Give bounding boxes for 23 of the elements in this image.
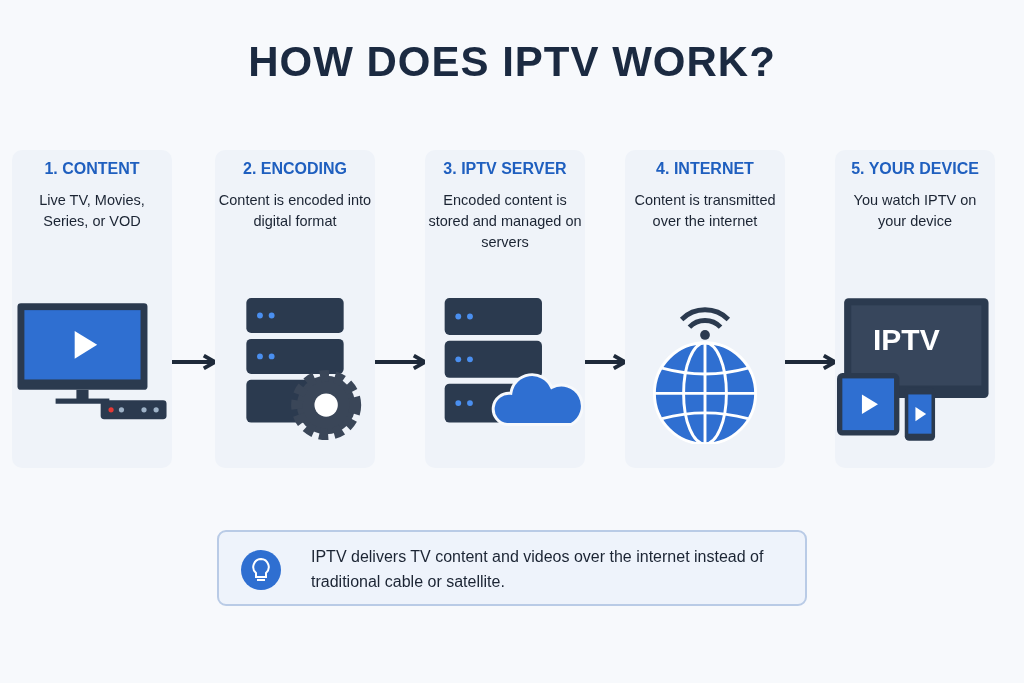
step-card bbox=[12, 150, 172, 468]
step-description: Encoded content is stored and managed on servers bbox=[428, 191, 582, 252]
info-panel bbox=[217, 530, 807, 606]
step-heading: 4. INTERNET bbox=[656, 160, 754, 178]
step-card bbox=[835, 150, 995, 468]
arrow bbox=[172, 353, 217, 371]
step-heading: 2. ENCODING bbox=[243, 160, 347, 178]
step-card bbox=[425, 150, 585, 468]
arrow bbox=[375, 353, 427, 371]
title: HOW DOES IPTV WORK? bbox=[248, 38, 776, 85]
screen-text: IPTV bbox=[873, 323, 940, 357]
step-card bbox=[625, 150, 785, 468]
note-text: IPTV delivers TV content and videos over the internet instead of traditional cable or satellite. bbox=[311, 547, 765, 592]
arrow bbox=[785, 353, 837, 371]
step-description: Content is transmitted over the internet bbox=[633, 191, 777, 231]
step-heading: 3. IPTV SERVER bbox=[443, 160, 567, 178]
step-description: You watch IPTV on your device bbox=[852, 191, 978, 231]
step-description: Live TV, Movies, Series, or VOD bbox=[38, 191, 146, 231]
step-description: Content is encoded into digital format bbox=[218, 191, 372, 231]
arrow bbox=[585, 353, 627, 371]
step-heading: 5. YOUR DEVICE bbox=[851, 160, 979, 178]
step-card bbox=[215, 150, 375, 468]
step-heading: 1. CONTENT bbox=[44, 160, 140, 178]
